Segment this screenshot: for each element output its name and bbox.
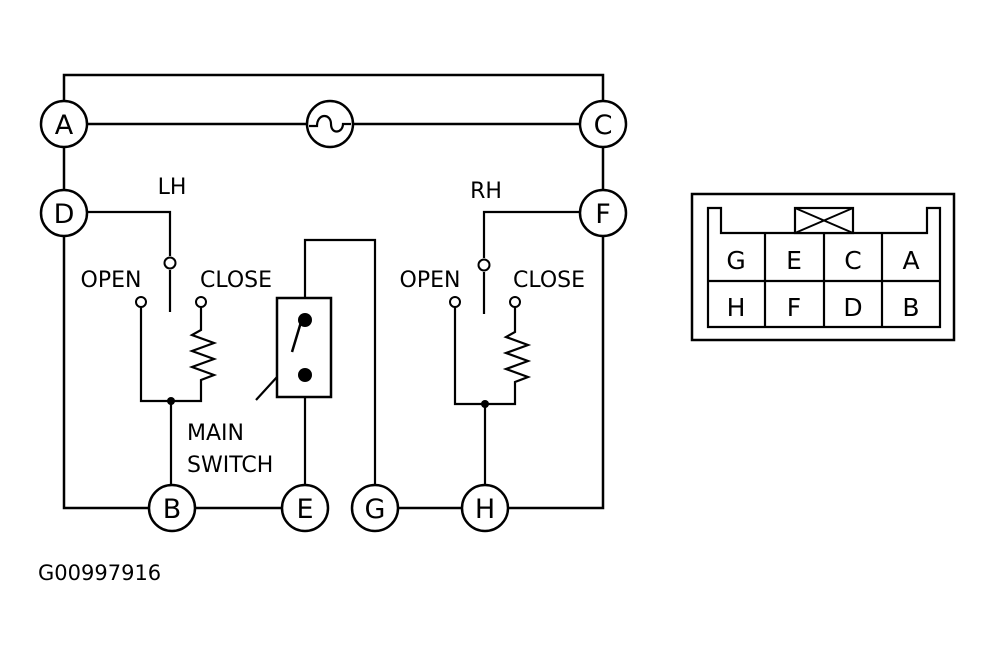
main-switch-label-line2: SWITCH bbox=[187, 453, 273, 478]
connector-pin-d: D bbox=[843, 293, 862, 322]
terminal-a-label: A bbox=[55, 110, 74, 141]
terminal-d: D bbox=[39, 188, 89, 238]
rh-label: RH bbox=[470, 179, 502, 204]
connector-lock-icon bbox=[793, 206, 855, 235]
main-switch-label-line1: MAIN bbox=[187, 421, 244, 446]
connector-pin-b: B bbox=[902, 293, 919, 322]
terminal-g-label: G bbox=[365, 494, 386, 525]
terminal-e: E bbox=[280, 483, 330, 533]
terminal-a: A bbox=[39, 99, 89, 149]
connector-pin-c: C bbox=[844, 246, 861, 275]
terminal-f-label: F bbox=[595, 199, 611, 230]
terminal-h-label: H bbox=[475, 494, 495, 525]
connector-pin-e: E bbox=[786, 246, 802, 275]
junction-dots bbox=[167, 397, 489, 408]
terminal-b: B bbox=[147, 483, 197, 533]
rh-open-label: OPEN bbox=[400, 268, 461, 293]
connector-pin-g: G bbox=[726, 246, 745, 275]
lh-label: LH bbox=[158, 175, 187, 200]
terminal-f: F bbox=[578, 188, 628, 238]
lh-close-label: CLOSE bbox=[200, 268, 272, 293]
connector-pin-f: F bbox=[787, 293, 801, 322]
rh-close-label: CLOSE bbox=[513, 268, 585, 293]
terminal-h: H bbox=[460, 483, 510, 533]
terminal-b-label: B bbox=[163, 494, 182, 525]
connector-pin-a: A bbox=[902, 246, 919, 275]
lamp-icon bbox=[305, 99, 355, 149]
terminal-g: G bbox=[350, 483, 400, 533]
connector-pin-h: H bbox=[727, 293, 746, 322]
terminal-e-label: E bbox=[296, 494, 313, 525]
terminal-d-label: D bbox=[54, 199, 75, 230]
terminal-c: C bbox=[578, 99, 628, 149]
figure-code: G00997916 bbox=[38, 561, 161, 585]
main-switch bbox=[275, 296, 333, 399]
lh-open-label: OPEN bbox=[81, 268, 142, 293]
wiring bbox=[62, 73, 605, 510]
terminal-c-label: C bbox=[594, 110, 613, 141]
lh-switch-contacts bbox=[135, 256, 207, 308]
connector-face: G E C A H F D B bbox=[690, 192, 956, 342]
rh-switch-contacts bbox=[449, 258, 521, 308]
